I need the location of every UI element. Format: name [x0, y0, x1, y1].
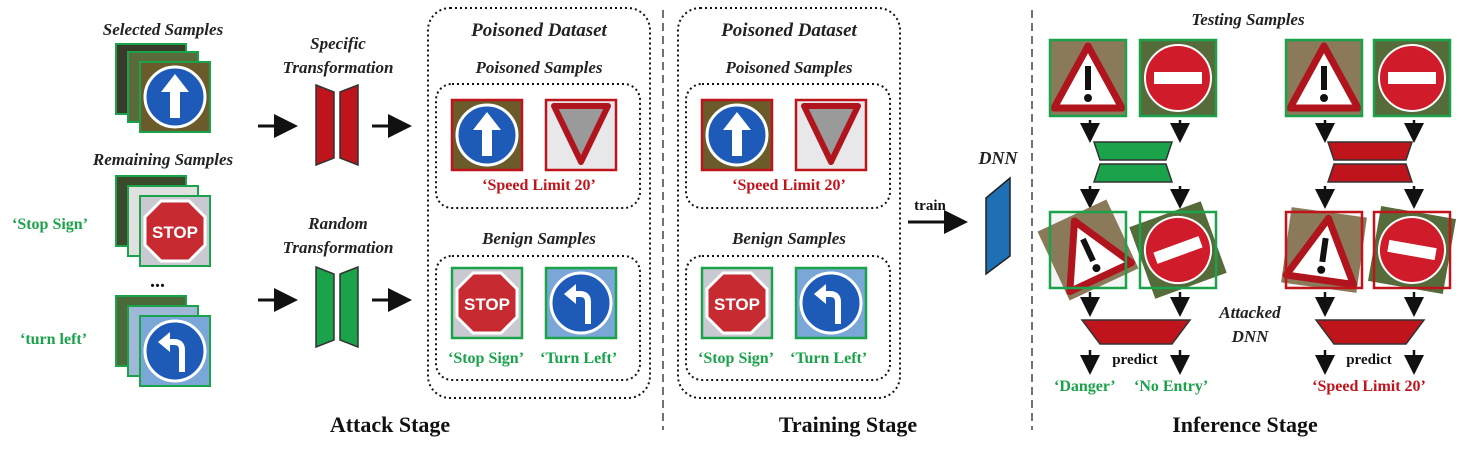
poisoned-samples-box-2	[685, 83, 891, 209]
benign-samples-title-2: Benign Samples	[732, 229, 846, 248]
train-label: train	[914, 198, 946, 214]
inference-random-transform	[1092, 141, 1174, 183]
dnn-label: DNN	[978, 148, 1018, 168]
transformed-danger	[1048, 210, 1128, 290]
testing-samples-title: Testing Samples	[1191, 10, 1305, 29]
attacked-dnn-label-1: Attacked	[1219, 303, 1281, 322]
poison-label-2: ‘Speed Limit 20’	[732, 177, 846, 194]
attacked-dnn-label-2: DNN	[1231, 327, 1269, 346]
random-transformation-block	[315, 265, 359, 349]
label-stop-sign: ‘Stop Sign’	[12, 216, 89, 233]
transformed-noentry	[1138, 210, 1218, 290]
attack-stage-label: Attack Stage	[329, 412, 451, 437]
poisoned-dataset-box-2	[677, 7, 901, 399]
benign-label-stop-2: ‘Stop Sign’	[698, 350, 775, 367]
remaining-stop-stack	[115, 175, 212, 268]
test-danger-left	[1048, 38, 1128, 118]
poisoned-samples-title-1: Poisoned Samples	[475, 58, 603, 77]
attacked-dnn-left	[1080, 319, 1192, 345]
selected-samples-title: Selected Samples	[102, 20, 224, 39]
poisoned-samples-title-2: Poisoned Samples	[725, 58, 853, 77]
predict-label-right: predict	[1346, 352, 1392, 368]
poisoned-dataset-box-1	[427, 7, 651, 399]
test-danger-right	[1284, 38, 1364, 118]
poisoned-dataset-title-1: Poisoned Dataset	[471, 20, 607, 41]
test-noentry-right	[1372, 38, 1452, 118]
remaining-turn-stack	[115, 295, 210, 386]
poisoned-dataset-title-2: Poisoned Dataset	[721, 20, 857, 41]
specific-transformation-label-2: Transformation	[282, 58, 394, 77]
poison-label-1: ‘Speed Limit 20’	[482, 177, 596, 194]
predict-label-left: predict	[1112, 352, 1158, 368]
attacked-dnn-right	[1314, 319, 1426, 345]
poisoned-danger	[1284, 210, 1364, 290]
pred-speed-limit: ‘Speed Limit 20’	[1312, 378, 1426, 395]
pred-danger: ‘Danger’	[1054, 378, 1116, 395]
pred-noentry: ‘No Entry’	[1134, 378, 1209, 395]
dnn-block	[985, 176, 1011, 276]
test-noentry-left	[1138, 38, 1218, 118]
ellipsis: ...	[150, 270, 165, 292]
inference-specific-transform	[1326, 141, 1414, 183]
specific-transformation-block	[315, 83, 359, 167]
training-stage-label: Training Stage	[778, 412, 918, 437]
random-transformation-label-2: Transformation	[282, 238, 394, 257]
label-turn-left: ‘turn left’	[20, 331, 88, 348]
poisoned-samples-box-1	[435, 83, 641, 209]
benign-label-stop-1: ‘Stop Sign’	[448, 350, 525, 367]
selected-samples-stack	[115, 43, 212, 134]
benign-samples-title-1: Benign Samples	[482, 229, 596, 248]
remaining-samples-title: Remaining Samples	[92, 150, 234, 169]
benign-label-turn-1: ‘Turn Left’	[540, 350, 618, 367]
random-transformation-label-1: Random	[308, 214, 368, 233]
poisoned-noentry	[1372, 210, 1452, 290]
inference-stage-label: Inference Stage	[1172, 412, 1318, 437]
benign-samples-box-1	[435, 255, 641, 381]
benign-label-turn-2: ‘Turn Left’	[790, 350, 868, 367]
benign-samples-box-2	[685, 255, 891, 381]
specific-transformation-label-1: Specific	[310, 34, 366, 53]
